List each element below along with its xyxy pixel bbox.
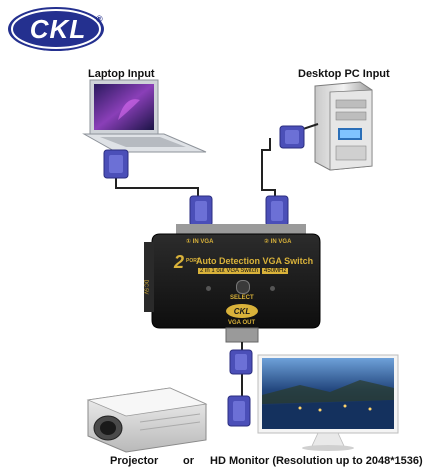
- device-logo: CKL: [226, 304, 258, 318]
- port-1-label: ① IN VGA: [186, 239, 214, 245]
- registered-mark: ®: [96, 14, 103, 24]
- vga-connector-output-2: [227, 395, 251, 427]
- select-label: SELECT: [230, 295, 254, 301]
- vga-out-port: [225, 327, 259, 343]
- laptop-image: [82, 79, 207, 153]
- port-badge-number: 2: [174, 252, 185, 272]
- device-logo-text: CKL: [233, 306, 251, 316]
- hd-monitor-image: [257, 354, 399, 451]
- vga-connector-input-2: [265, 195, 289, 227]
- vga-connector-desktop: [279, 125, 305, 149]
- logo-text: CKL: [29, 13, 87, 44]
- projector-image: [86, 387, 208, 453]
- vga-out-label: VGA OUT: [228, 320, 256, 326]
- laptop-input-label: Laptop Input: [88, 68, 155, 80]
- or-caption: or: [183, 455, 194, 467]
- device-title: Auto Detection VGA Switch: [196, 256, 314, 266]
- desktop-input-label: Desktop PC Input: [298, 68, 390, 80]
- vga-connector-output-1: [229, 349, 253, 375]
- ckl-logo: CKL ®: [6, 4, 110, 54]
- side-label: DC 5V: [142, 279, 149, 295]
- port-2-label: ② IN VGA: [264, 239, 292, 245]
- device-led-2: [270, 286, 275, 291]
- projector-caption: Projector: [110, 455, 159, 467]
- device-led-1: [206, 286, 211, 291]
- select-button: [236, 280, 250, 294]
- desktop-tower-image: [314, 81, 373, 171]
- vga-connector-input-1: [189, 195, 213, 227]
- vga-switch-device: [144, 233, 321, 329]
- port-badge-text: PORT: [186, 258, 200, 264]
- vga-connector-laptop: [103, 149, 129, 179]
- bottom-captions: Projector or HD Monitor (Resolution up t…: [0, 455, 432, 471]
- device-subtitle-2: 450MHz: [262, 268, 289, 274]
- monitor-caption: HD Monitor (Resolution up to 2048*1536): [210, 455, 423, 467]
- device-subtitle-1: 2 in 1 out VGA Switch: [198, 268, 261, 274]
